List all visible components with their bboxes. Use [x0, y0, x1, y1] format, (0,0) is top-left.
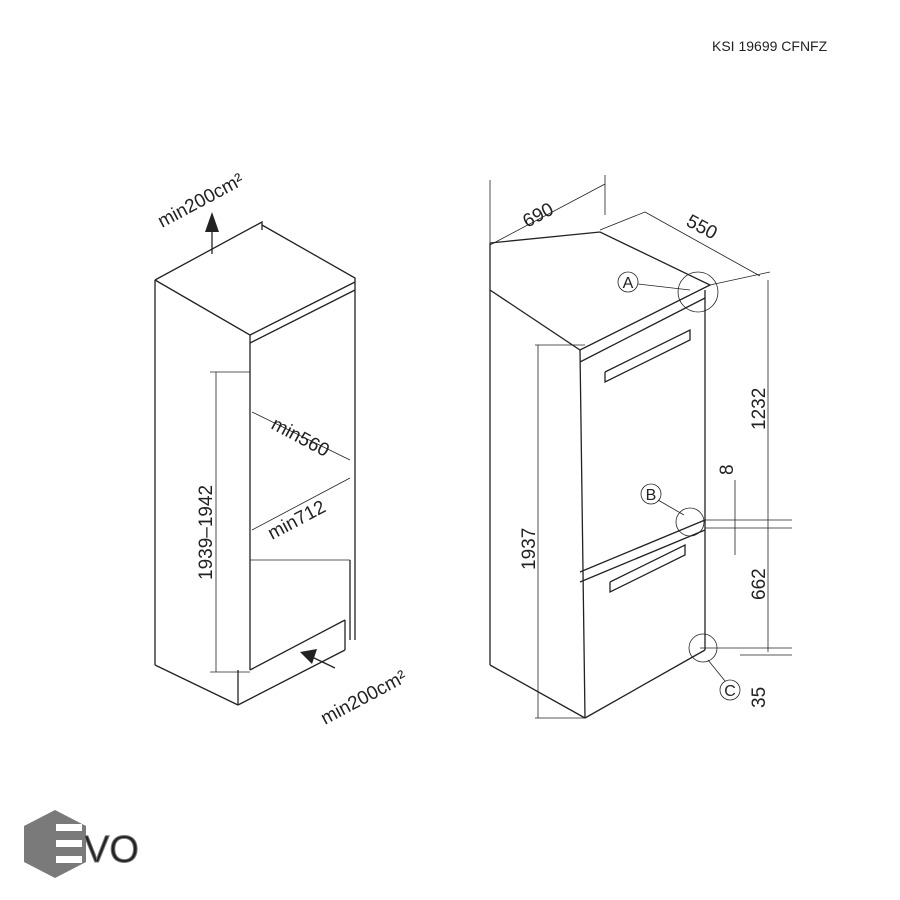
detail-marker-a: A — [617, 271, 719, 313]
niche-height-label: 1939–1942 — [196, 485, 217, 580]
detail-marker-b: B — [640, 483, 705, 537]
vent-bottom-label: min200cm² — [317, 667, 410, 730]
niche-width-label: min560 — [268, 414, 333, 462]
detail-marker-c: C — [688, 633, 741, 701]
svg-text:B: B — [646, 487, 657, 504]
vent-top-arrow — [205, 212, 219, 254]
appliance-height-label: 1937 — [519, 528, 540, 570]
niche-cabinet — [154, 220, 356, 706]
model-number: KSI 19699 CFNFZ — [712, 38, 828, 54]
width-dimension-line — [251, 411, 351, 461]
niche-depth-label: min712 — [264, 497, 329, 545]
bottom-label: 35 — [749, 687, 770, 708]
niche-height-dimension — [210, 371, 250, 673]
gap-label: 8 — [717, 464, 738, 475]
depth-dimension-line — [251, 477, 351, 531]
appliance-body — [489, 231, 712, 719]
evo-logo: VO — [24, 810, 139, 878]
appliance-dimension-lines — [489, 175, 792, 719]
svg-text:A: A — [623, 275, 634, 292]
vent-top-label: min200cm² — [154, 170, 247, 233]
appliance-width-label: 550 — [683, 211, 721, 244]
vent-bottom-arrow — [300, 649, 336, 669]
logo-text: VO — [84, 829, 139, 871]
svg-text:C: C — [724, 683, 736, 700]
lower-height-label: 662 — [749, 568, 770, 600]
appliance-depth-label: 690 — [519, 199, 557, 232]
upper-height-label: 1232 — [749, 388, 770, 430]
